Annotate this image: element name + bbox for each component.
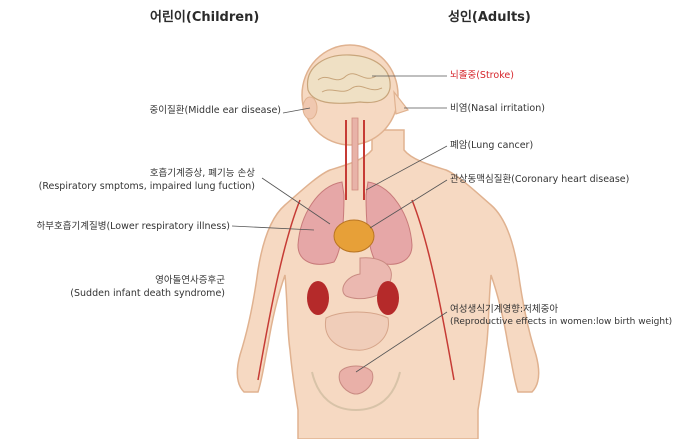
label-respiratory-symptoms-en: (Respiratory smptoms, impaired lung fuct… xyxy=(39,180,255,193)
label-reproductive-ko: 여성생식기계영향:저체중아 xyxy=(450,303,558,316)
label-stroke: 뇌졸중(Stroke) xyxy=(450,69,514,82)
label-sids-en: (Sudden infant death syndrome) xyxy=(70,287,225,300)
label-nasal: 비염(Nasal irritation) xyxy=(450,102,545,115)
children-header: 어린이(Children) xyxy=(150,6,259,25)
adults-header: 성인(Adults) xyxy=(448,6,531,25)
label-reproductive-en: (Reproductive effects in women:low birth… xyxy=(450,316,672,329)
label-sids-ko: 영아돌연사증후군 xyxy=(155,274,225,287)
heart xyxy=(334,220,374,252)
right-kidney xyxy=(377,281,399,315)
nose xyxy=(394,92,408,114)
label-coronary: 관상동맥심질환(Coronary heart disease) xyxy=(450,173,629,186)
label-respiratory-symptoms-ko: 호흡기계증상, 폐기능 손상 xyxy=(150,167,255,180)
trachea xyxy=(352,118,358,190)
label-middle-ear: 중이질환(Middle ear disease) xyxy=(150,104,281,117)
left-kidney xyxy=(307,281,329,315)
label-lung-cancer: 폐암(Lung cancer) xyxy=(450,139,533,152)
label-lower-respiratory: 하부호흡기계질병(Lower respiratory illness) xyxy=(37,220,230,233)
